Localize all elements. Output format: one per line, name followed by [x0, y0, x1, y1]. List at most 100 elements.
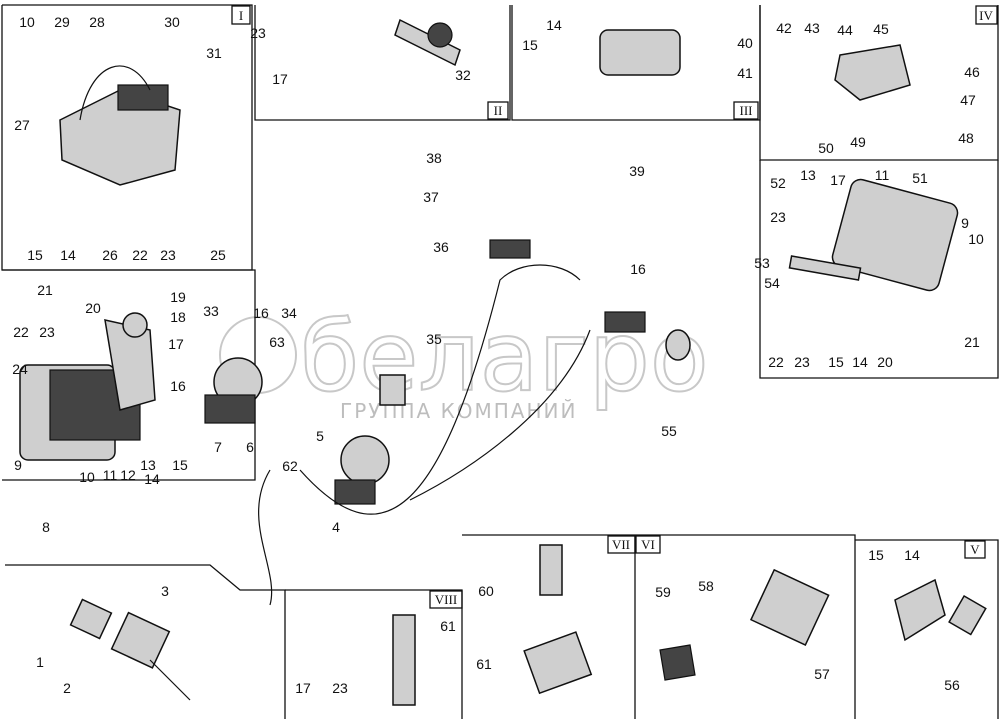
panel-number-iv: IV: [979, 8, 993, 23]
parts-drawings: [19, 18, 987, 706]
callout-label-20: 20: [877, 354, 893, 370]
callout-label-3: 3: [161, 583, 169, 599]
callout-label-16: 16: [170, 378, 186, 394]
callout-label-6: 6: [246, 439, 254, 455]
panel-number-viii: VIII: [435, 592, 457, 607]
callout-label-46: 46: [964, 64, 980, 80]
callout-label-29: 29: [54, 14, 70, 30]
callout-label-16: 16: [630, 261, 646, 277]
callout-label-24: 24: [12, 361, 28, 377]
callout-label-15: 15: [27, 247, 43, 263]
callout-label-31: 31: [206, 45, 222, 61]
watermark-subtitle: ГРУППА КОМПАНИЙ: [340, 399, 577, 423]
callout-label-8: 8: [42, 519, 50, 535]
callout-label-55: 55: [661, 423, 677, 439]
callout-label-15: 15: [828, 354, 844, 370]
callout-label-34: 34: [281, 305, 297, 321]
callout-label-10: 10: [968, 231, 984, 247]
callout-label-63: 63: [269, 334, 285, 350]
callout-label-45: 45: [873, 21, 889, 37]
callout-label-2: 2: [63, 680, 71, 696]
callout-label-27: 27: [14, 117, 30, 133]
callout-label-19: 19: [170, 289, 186, 305]
callout-label-14: 14: [852, 354, 868, 370]
callout-label-10: 10: [19, 14, 35, 30]
callout-label-42: 42: [776, 20, 792, 36]
callout-label-9: 9: [14, 457, 22, 473]
callout-label-22: 22: [768, 354, 784, 370]
callout-label-59: 59: [655, 584, 671, 600]
callout-label-51: 51: [912, 170, 928, 186]
callout-label-22: 22: [13, 324, 29, 340]
callout-label-23: 23: [794, 354, 810, 370]
callout-label-23: 23: [160, 247, 176, 263]
callout-label-21: 21: [37, 282, 53, 298]
callout-label-23: 23: [250, 25, 266, 41]
callout-label-16: 16: [253, 305, 269, 321]
callout-label-22: 22: [132, 247, 148, 263]
callout-label-61: 61: [440, 618, 456, 634]
callout-label-56: 56: [944, 677, 960, 693]
callout-label-14: 14: [904, 547, 920, 563]
callout-label-15: 15: [522, 37, 538, 53]
callout-label-15: 15: [172, 457, 188, 473]
callout-label-12: 12: [120, 467, 136, 483]
callout-label-62: 62: [282, 458, 298, 474]
callout-label-33: 33: [203, 303, 219, 319]
watermark-logo-text: белагро: [300, 301, 709, 413]
callout-label-7: 7: [214, 439, 222, 455]
panel-number-i: I: [239, 8, 243, 23]
callout-label-13: 13: [140, 457, 156, 473]
roman-panel-numbers: I II III IV V VI VII VIII: [231, 5, 998, 609]
callout-label-61: 61: [476, 656, 492, 672]
callout-label-36: 36: [433, 239, 449, 255]
callout-label-50: 50: [818, 140, 834, 156]
callout-label-57: 57: [814, 666, 830, 682]
callout-label-37: 37: [423, 189, 439, 205]
callout-label-11: 11: [875, 167, 890, 183]
callout-label-15: 15: [868, 547, 884, 563]
callout-label-23: 23: [332, 680, 348, 696]
callout-label-35: 35: [426, 331, 442, 347]
callout-label-23: 23: [39, 324, 55, 340]
callout-label-58: 58: [698, 578, 714, 594]
callout-label-14: 14: [60, 247, 76, 263]
callout-label-11: 11: [103, 467, 118, 483]
callout-label-26: 26: [102, 247, 118, 263]
callout-label-60: 60: [478, 583, 494, 599]
callout-label-17: 17: [830, 172, 846, 188]
callout-label-48: 48: [958, 130, 974, 146]
callout-label-53: 53: [754, 255, 770, 271]
callout-label-20: 20: [85, 300, 101, 316]
panel-number-vi: VI: [641, 537, 655, 552]
callout-label-44: 44: [837, 22, 853, 38]
callout-label-14: 14: [144, 471, 160, 487]
panel-number-iii: III: [740, 103, 753, 118]
callout-label-40: 40: [737, 35, 753, 51]
callout-label-30: 30: [164, 14, 180, 30]
callout-label-4: 4: [332, 519, 340, 535]
callout-label-13: 13: [800, 167, 816, 183]
callout-label-1: 1: [36, 654, 44, 670]
callout-label-41: 41: [737, 65, 753, 81]
callout-label-25: 25: [210, 247, 226, 263]
callout-label-14: 14: [546, 17, 562, 33]
callout-label-43: 43: [804, 20, 820, 36]
callout-label-49: 49: [850, 134, 866, 150]
callout-label-47: 47: [960, 92, 976, 108]
callout-label-54: 54: [764, 275, 780, 291]
panel-number-v: V: [970, 542, 980, 557]
callout-label-5: 5: [316, 428, 324, 444]
callout-label-10: 10: [79, 469, 95, 485]
callout-label-17: 17: [168, 336, 184, 352]
callout-label-52: 52: [770, 175, 786, 191]
callout-label-21: 21: [964, 334, 980, 350]
callout-label-9: 9: [961, 215, 969, 231]
callout-label-17: 17: [272, 71, 288, 87]
callout-label-18: 18: [170, 309, 186, 325]
callout-label-39: 39: [629, 163, 645, 179]
callout-label-23: 23: [770, 209, 786, 225]
